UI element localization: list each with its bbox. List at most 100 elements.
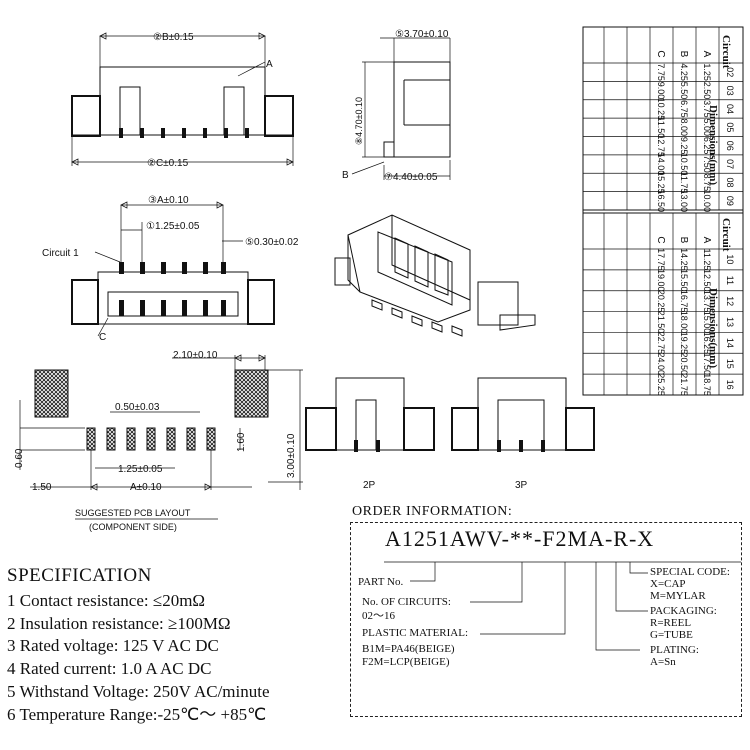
table-right-cell: 12	[725, 296, 735, 306]
pcb-h1: 0.60	[14, 448, 25, 468]
table-left-cell: 6.75	[679, 100, 689, 118]
table-left-col-header: A	[701, 51, 712, 58]
pcb-h3: 3.00±0.10	[286, 433, 297, 478]
table-right-cell: 18.00	[679, 311, 689, 334]
table-left-cell: 10.50	[679, 153, 689, 176]
table-left-cell: 4.25	[679, 63, 689, 81]
front-pins	[119, 128, 249, 138]
dim-pin-w: ⑤0.30±0.02	[245, 237, 299, 248]
plastic-label: PLASTIC MATERIAL:	[362, 627, 469, 639]
table-right-cell: 15	[725, 359, 735, 369]
table-right-cell: 20.50	[679, 352, 689, 375]
pcb-layout: 2.10±0.10 0.50±0.03 0.60 1.60 3.00±0.10 …	[14, 350, 303, 532]
plating-1: A=Sn	[650, 656, 676, 668]
circuit-table-cells: 021.254.257.75032.505.509.00043.756.7510…	[583, 27, 743, 396]
table-right-cell: 20.25	[656, 290, 666, 313]
table-right-cell: 18.75	[702, 373, 712, 396]
table-left-cell: 6.25	[702, 137, 712, 155]
table-right-cell: 14.25	[679, 248, 689, 271]
plastic-1: B1M=PA46(BEIGE)	[362, 643, 455, 655]
spec-item: 6 Temperature Range:-25℃～ +85℃	[7, 704, 267, 724]
order-title: ORDER INFORMATION:	[352, 504, 513, 519]
table-left-cell: 10.00	[702, 190, 712, 213]
pcb-a: A±0.10	[130, 482, 162, 493]
table-left-cell: 16.50	[656, 190, 666, 213]
table-right-cell: 19.00	[656, 269, 666, 292]
pcb-w: 2.10±0.10	[173, 350, 218, 361]
table-left-cell: 14.00	[656, 153, 666, 176]
table-left-cell: 5.50	[679, 82, 689, 100]
pcb-pad-left	[34, 369, 69, 418]
pcb-pad-right	[234, 369, 269, 418]
table-left-cell: 04	[725, 104, 735, 114]
table-right-cell: 24.00	[656, 352, 666, 375]
variant-2p: 2P	[305, 377, 435, 491]
table-right-cell: 11	[725, 276, 735, 285]
special-2: M=MYLAR	[650, 590, 706, 602]
table-right-col-header: B	[678, 237, 689, 244]
table-right-cell: 19.25	[679, 332, 689, 355]
pcb-signal-pads	[86, 427, 216, 451]
iso-view	[334, 214, 536, 337]
table-right-cell: 17.50	[702, 352, 712, 375]
table-right-cell: 13	[725, 317, 735, 327]
table-left-cell: 8.00	[679, 119, 689, 137]
dim-c: ②C±0.15	[147, 158, 189, 169]
pcb-h2: 1.60	[236, 432, 247, 452]
table-left-cell: 09	[725, 196, 735, 206]
specification: SPECIFICATION 1 Contact resistance: ≤20m…	[7, 565, 407, 726]
table-left-cell: 03	[725, 86, 735, 96]
dim-a-top: ③A±0.10	[148, 195, 189, 206]
spec-item: 2 Insulation resistance: ≥100MΩ	[7, 613, 231, 633]
packaging-2: G=TUBE	[650, 629, 693, 641]
label-circuit1: Circuit 1	[42, 248, 79, 259]
spec-item: 4 Rated current: 1.0 A AC DC	[7, 659, 212, 679]
table-left-col-header: B	[678, 51, 689, 58]
table-left-cell: 07	[725, 159, 735, 169]
order-box	[350, 522, 742, 717]
table-left-cell: 12.75	[656, 134, 666, 157]
table-left-cell: 02	[725, 67, 735, 77]
label-c: C	[99, 332, 106, 343]
table-left-cell: 15.25	[656, 171, 666, 194]
table-left-cell: 7.75	[656, 63, 666, 81]
table-left-cell: 9.00	[656, 82, 666, 100]
circuit-table	[582, 26, 744, 396]
top-pins	[119, 262, 226, 316]
table-left-col-header: C	[655, 50, 666, 57]
table-right-cell: 16	[725, 380, 735, 390]
table-right-cell: 11.25	[702, 248, 712, 270]
table-right-cell: 16.75	[679, 290, 689, 313]
table-right-cell: 15.00	[702, 311, 712, 334]
dim-side-d: ⑦4.40±0.05	[384, 172, 438, 183]
pcb-subtitle: (COMPONENT SIDE)	[89, 522, 177, 532]
variant-3p: 3P	[451, 377, 595, 491]
circuits-label: No. OF CIRCUITS:	[362, 596, 451, 608]
spec-title: SPECIFICATION	[7, 565, 152, 586]
table-left-cell: 05	[725, 122, 735, 132]
special-1: X=CAP	[650, 578, 686, 590]
spec-item: 5 Withstand Voltage: 250V AC/minute	[7, 681, 270, 701]
pcb-pad: 0.50±0.03	[115, 402, 160, 413]
table-left-cell: 7.50	[702, 155, 712, 173]
table-right-cell: 15.50	[679, 269, 689, 292]
pcb-title: SUGGESTED PCB LAYOUT	[75, 508, 191, 518]
part-number: A1251AWV-**-F2MA-R-X	[385, 526, 655, 551]
dim-b: ②B±0.15	[153, 32, 194, 43]
table-right-col-header: A	[701, 237, 712, 244]
top-view: ③A±0.10 ①1.25±0.05 ⑤0.30±0.02 Circuit 1	[42, 195, 299, 343]
table-left-cell: 2.50	[702, 82, 712, 100]
table-left-cell: 08	[725, 177, 735, 187]
table-right-cell: 25.25	[656, 373, 666, 396]
plating-label: PLATING:	[650, 644, 699, 656]
side-view: ⑤3.70±0.10 ⑧4.70±0.10 B ⑦4.40±0.05	[342, 29, 451, 183]
spec-item: 3 Rated voltage: 125 V AC DC	[7, 636, 219, 656]
label-2p: 2P	[363, 480, 376, 491]
dim-side-h: ⑧4.70±0.10	[354, 97, 364, 145]
table-left-cell: 5.00	[702, 119, 712, 137]
table-right-cell: 13.75	[702, 290, 712, 313]
table-right-cell: 10	[725, 254, 735, 264]
iso-pins	[371, 299, 463, 337]
table-left-cell: 11.75	[679, 172, 689, 194]
table-right-cell: 12.50	[702, 269, 712, 292]
